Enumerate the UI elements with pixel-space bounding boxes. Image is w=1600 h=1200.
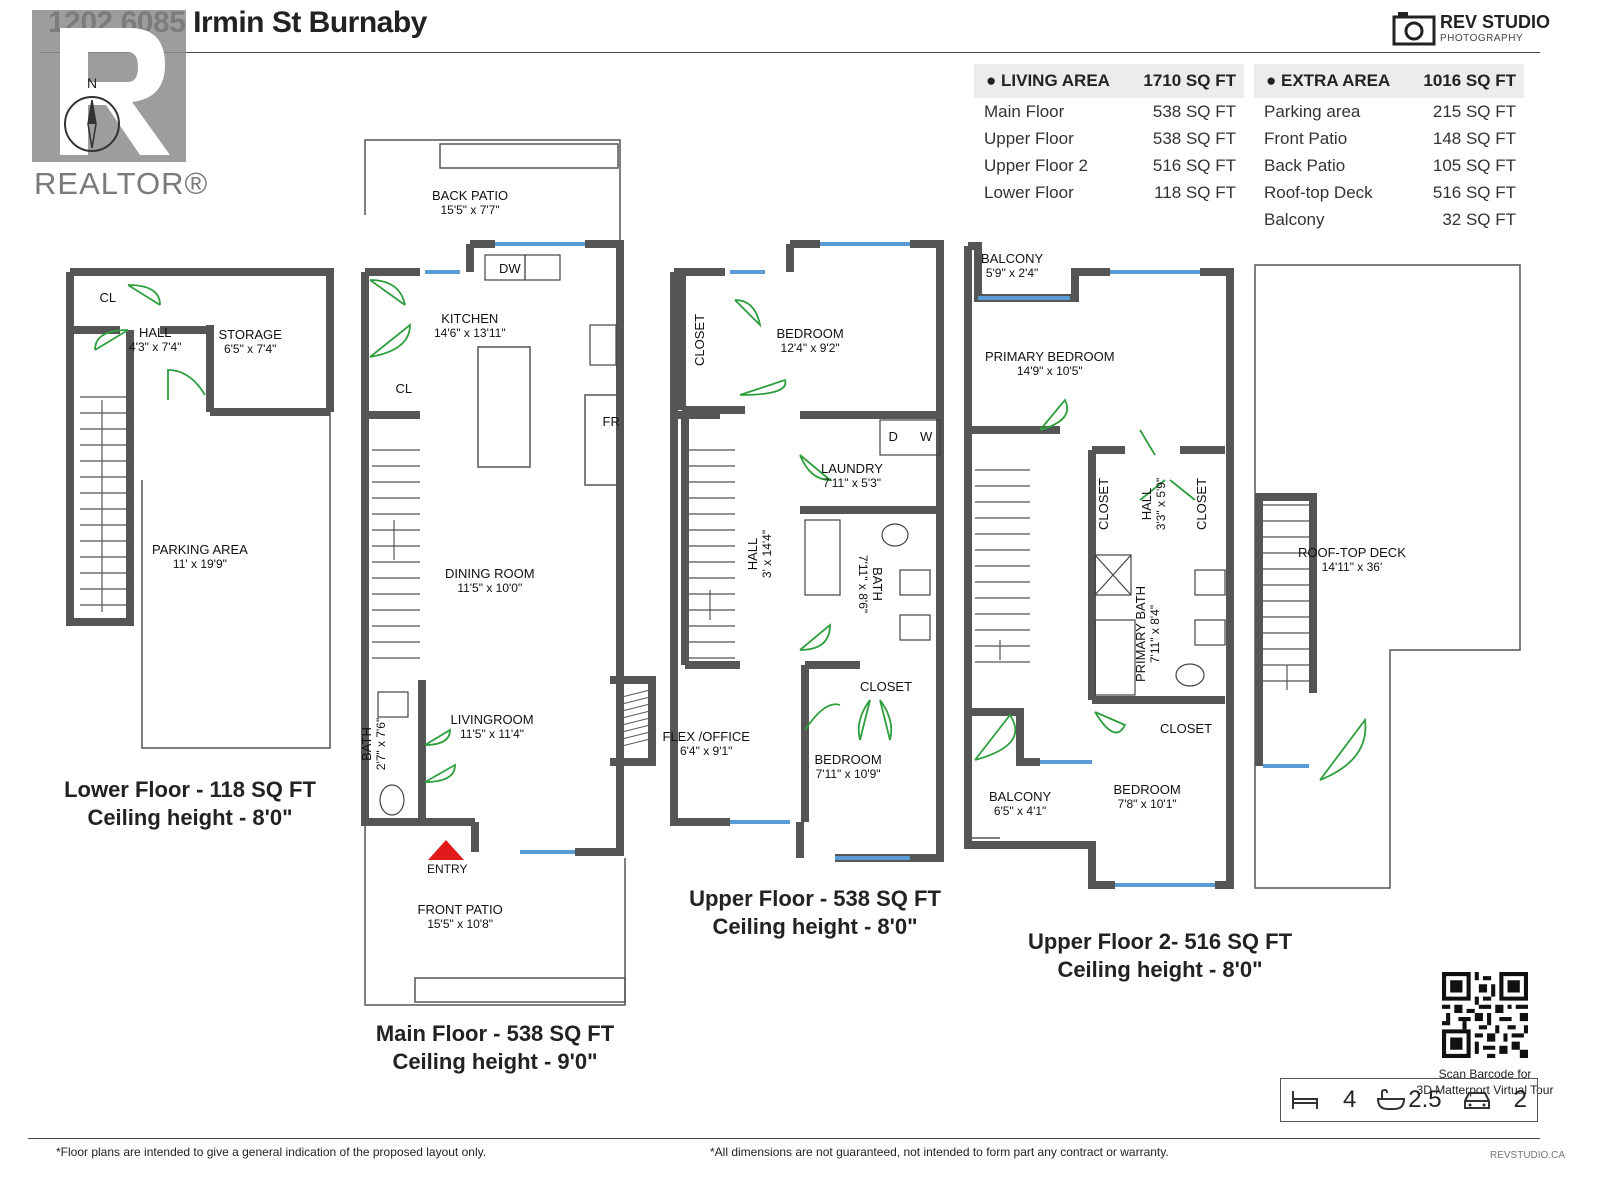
parking-stat: 2 bbox=[1452, 1086, 1537, 1114]
bathtub-icon bbox=[1377, 1089, 1406, 1110]
doors-group bbox=[94, 279, 1367, 783]
car-icon bbox=[1463, 1092, 1490, 1109]
footer-disclaimer-left: *Floor plans are intended to give a gene… bbox=[56, 1145, 487, 1159]
footer-website[interactable]: REVSTUDIO.CA bbox=[1490, 1150, 1566, 1161]
bedrooms-stat: 4 bbox=[1281, 1086, 1366, 1114]
room-label: D bbox=[888, 429, 898, 444]
fixtures-group bbox=[377, 254, 1226, 816]
footer-disclaimer-middle: *All dimensions are not guaranteed, not … bbox=[710, 1145, 1169, 1159]
room-label: CLOSET bbox=[1096, 477, 1112, 531]
north-compass-icon bbox=[64, 96, 120, 152]
qr-code[interactable] bbox=[1442, 972, 1528, 1058]
room-label: FR bbox=[602, 414, 620, 429]
living-area-header: ● LIVING AREA 1710 SQ FT bbox=[974, 64, 1244, 98]
living-area-total: 1710 SQ FT bbox=[1143, 71, 1236, 90]
room-label: DW bbox=[499, 261, 521, 276]
fireplace-icon bbox=[617, 689, 651, 748]
lower-floor-plan bbox=[66, 268, 334, 626]
room-label: CLOSET bbox=[860, 679, 913, 694]
room-label: CLOSET bbox=[1160, 721, 1213, 736]
bedrooms-count: 4 bbox=[1342, 1086, 1357, 1113]
entry-marker-icon bbox=[428, 840, 464, 860]
room-label: W bbox=[920, 429, 933, 444]
brand-name: REV STUDIO bbox=[1440, 12, 1551, 32]
room-label: CLOSET bbox=[692, 313, 708, 367]
bathrooms-stat: 2.5 bbox=[1366, 1086, 1451, 1114]
room-label: CLOSET bbox=[1194, 477, 1210, 531]
stairs-group bbox=[80, 396, 1309, 690]
extra-area-total: 1016 SQ FT bbox=[1423, 71, 1516, 90]
north-label: N bbox=[87, 75, 98, 91]
parking-count: 2 bbox=[1513, 1086, 1527, 1113]
room-label: CL bbox=[395, 381, 413, 396]
footer-divider bbox=[28, 1138, 1540, 1139]
room-label: CL bbox=[99, 290, 117, 305]
header-divider bbox=[40, 52, 1540, 53]
brand-subtitle: PHOTOGRAPHY bbox=[1440, 33, 1524, 44]
upper-floor-plan bbox=[670, 240, 944, 862]
extra-area-label: ● EXTRA AREA bbox=[1266, 71, 1391, 90]
realtor-logo-text: REALTOR® bbox=[34, 166, 209, 201]
extra-area-header: ● EXTRA AREA 1016 SQ FT bbox=[1254, 64, 1524, 98]
entry-label: ENTRY bbox=[427, 862, 468, 876]
property-stats-bar: 4 2.5 2 bbox=[1280, 1078, 1538, 1122]
living-area-label: ● LIVING AREA bbox=[986, 71, 1110, 90]
realtor-logo bbox=[32, 10, 186, 162]
windows-group bbox=[425, 242, 1309, 887]
bathrooms-count: 2.5 bbox=[1408, 1086, 1442, 1113]
bed-icon bbox=[1292, 1091, 1318, 1109]
camera-icon bbox=[1392, 12, 1436, 46]
